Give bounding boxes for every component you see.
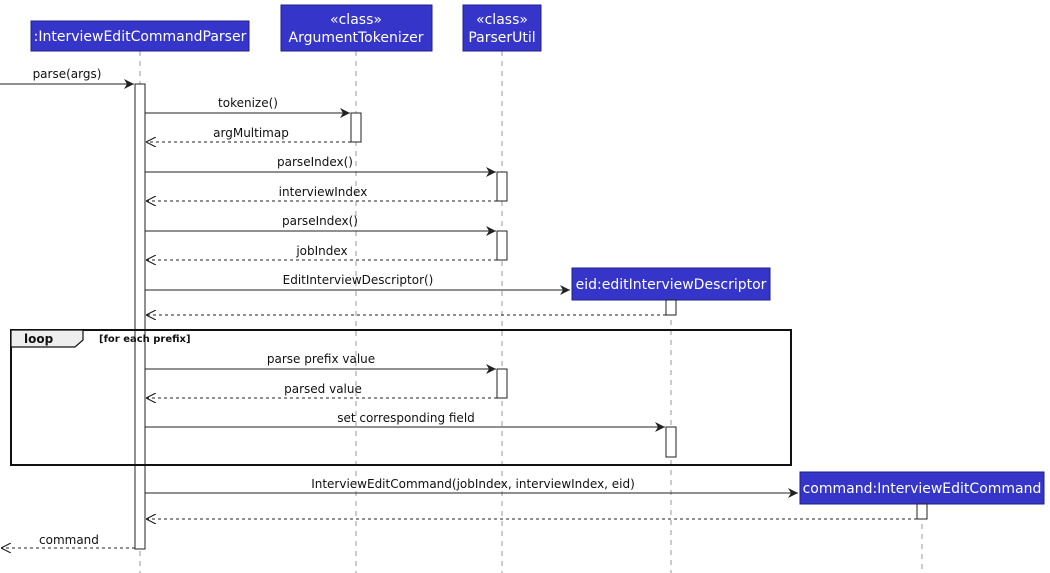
participant-eid: eid:editInterviewDescriptor bbox=[571, 267, 771, 301]
tokenizer-activation bbox=[350, 112, 362, 143]
message-command-return-label: command bbox=[39, 533, 99, 547]
message-parse-prefix-label: parse prefix value bbox=[267, 352, 375, 366]
message-parseindex-2: parseIndex() bbox=[145, 214, 496, 236]
participant-tokenizer-stereotype: «class» bbox=[330, 12, 382, 28]
participant-parserutil-label: ParserUtil bbox=[468, 30, 535, 46]
message-create-command: InterviewEditCommand(jobIndex, interview… bbox=[145, 477, 798, 498]
message-interviewindex-label: interviewIndex bbox=[279, 185, 368, 199]
eid-activation-1 bbox=[665, 299, 677, 316]
message-jobindex-label: jobIndex bbox=[295, 244, 347, 258]
participant-command: command:InterviewEditCommand bbox=[799, 471, 1045, 505]
message-parsed-value-label: parsed value bbox=[284, 382, 362, 396]
message-parse-prefix: parse prefix value bbox=[145, 352, 496, 374]
participant-tokenizer: «class» ArgumentTokenizer bbox=[280, 4, 433, 52]
message-create-command-label: InterviewEditCommand(jobIndex, interview… bbox=[311, 477, 635, 491]
message-create-eid: EditInterviewDescriptor() bbox=[145, 273, 570, 295]
message-parse-label: parse(args) bbox=[33, 67, 102, 81]
parserutil-activation-3 bbox=[496, 368, 508, 399]
message-set-field: set corresponding field bbox=[145, 411, 665, 432]
eid-activation-2 bbox=[665, 426, 677, 458]
participant-parser: :InterviewEditCommandParser bbox=[30, 20, 250, 52]
participant-tokenizer-label: ArgumentTokenizer bbox=[289, 30, 424, 46]
participant-command-label: command:InterviewEditCommand bbox=[803, 481, 1042, 497]
message-parse: parse(args) bbox=[0, 67, 134, 89]
message-parseindex-1: parseIndex() bbox=[145, 155, 496, 177]
loop-guard: [for each prefix] bbox=[99, 334, 191, 345]
parserutil-activation-2 bbox=[496, 230, 508, 261]
participant-eid-label: eid:editInterviewDescriptor bbox=[576, 277, 767, 293]
participant-parserutil-stereotype: «class» bbox=[476, 12, 528, 28]
message-tokenize-label: tokenize() bbox=[218, 96, 278, 110]
loop-frame-tab bbox=[10, 329, 84, 348]
message-argmultimap-label: argMultimap bbox=[213, 126, 289, 140]
message-interviewindex-return: interviewIndex bbox=[146, 185, 497, 201]
message-parseindex-1-label: parseIndex() bbox=[277, 155, 353, 169]
parser-activation bbox=[134, 83, 146, 550]
message-tokenize: tokenize() bbox=[145, 96, 350, 118]
command-activation bbox=[916, 503, 928, 520]
message-jobindex-return: jobIndex bbox=[146, 244, 497, 260]
participant-parser-label: :InterviewEditCommandParser bbox=[34, 29, 247, 45]
message-create-eid-label: EditInterviewDescriptor() bbox=[283, 273, 434, 287]
message-argmultimap-return: argMultimap bbox=[146, 126, 351, 142]
message-parseindex-2-label: parseIndex() bbox=[282, 214, 358, 228]
message-command-return: command bbox=[1, 533, 135, 548]
loop-keyword: loop bbox=[24, 332, 54, 346]
participant-parserutil: «class» ParserUtil bbox=[462, 4, 542, 52]
message-set-field-label: set corresponding field bbox=[337, 411, 475, 425]
parserutil-activation-1 bbox=[496, 171, 508, 202]
loop-frame: loop [for each prefix] bbox=[10, 329, 792, 466]
message-parsed-value-return: parsed value bbox=[146, 382, 497, 398]
